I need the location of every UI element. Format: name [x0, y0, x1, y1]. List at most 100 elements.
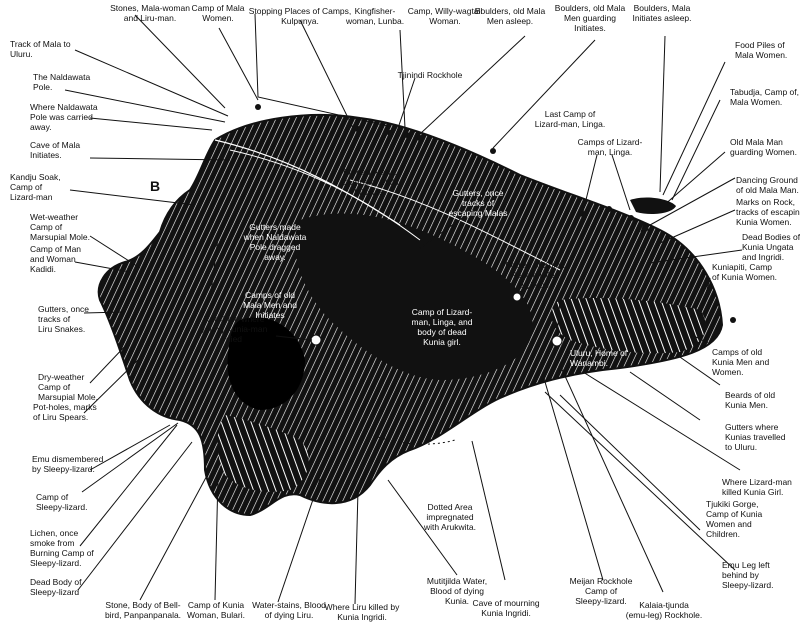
label-i9-line: died	[226, 334, 242, 344]
label-b4-line: Kunia Ingridi.	[337, 612, 387, 622]
label-i12-line: with Arukwita.	[423, 522, 476, 532]
label-r3-line: Old Mala Man	[730, 137, 783, 147]
label-i4-line: Camps of Mala	[341, 177, 398, 187]
label-l8-line: Liru Snakes.	[38, 324, 85, 334]
label-i12-line: Dotted Area	[428, 502, 473, 512]
label-b3-line: Water-stains, Blood	[252, 600, 326, 610]
label-b1-line: bird, Panpanpanala.	[105, 610, 181, 620]
label-l1-line: Uluru.	[10, 49, 33, 59]
label-r7-line: Kuniapiti, Camp	[712, 262, 772, 272]
label-l7-line: Camp of Man	[30, 244, 81, 254]
label-i10-line: Camp of Lizard-	[412, 307, 473, 317]
rockhole-point	[310, 334, 322, 346]
label-b5-line: Kunia.	[445, 596, 469, 606]
label-i1-line: Tjinindi Rockhole	[398, 70, 463, 80]
label-l13-line: Burning Camp of	[30, 548, 94, 558]
label-i7-line: People killed	[511, 270, 559, 280]
label-l8-line: Gutters, once	[38, 304, 89, 314]
label-l7-line: Kadidi.	[30, 264, 56, 274]
label-r8-line: Kunia Men and	[712, 357, 769, 367]
label-t5-line: Camp, Willy-wagtail	[408, 6, 483, 16]
label-l9-line: Camp of	[38, 382, 71, 392]
uluru-home-point	[551, 335, 563, 347]
label-r5-line: Kunia Women.	[736, 217, 792, 227]
label-l4-line: Initiates.	[30, 150, 62, 160]
label-l4-line: Cave of Mala	[30, 140, 80, 150]
label-i9-line: Rockhole where	[204, 314, 265, 324]
label-t8-line: Initiates asleep.	[632, 13, 691, 23]
label-i7-line: by Lirus.	[519, 280, 551, 290]
label-l3-line: Pole was carried	[30, 112, 93, 122]
label-l12-line: Sleepy-lizard.	[36, 502, 88, 512]
label-l14-line: Sleepy-lizard	[30, 587, 79, 597]
label-l5-line: Lizard-man	[10, 192, 53, 202]
label-l12-line: Camp of	[36, 492, 69, 502]
label-r6-line: Kunia Ungata	[742, 242, 794, 252]
label-l11-line: Emu dismembered	[32, 454, 104, 464]
marker-b: B	[150, 178, 160, 194]
label-r10-line: Gutters where	[725, 422, 779, 432]
label-r6-line: and Ingridi.	[742, 252, 784, 262]
label-r1-line: Food Piles of	[735, 40, 785, 50]
label-i8-line: Initiates	[255, 310, 284, 320]
label-i3: Camps of Lizard-man, Linga.	[578, 137, 643, 157]
label-i1: Tjinindi Rockhole	[398, 70, 463, 80]
label-t3-line: Stopping Places of Camps,	[249, 6, 352, 16]
label-t1-line: and Liru-man.	[124, 13, 176, 23]
label-r12-line: Women and	[706, 519, 752, 529]
label-i3-line: Camps of Lizard-	[578, 137, 643, 147]
label-b8: Kalaia-tjunda(emu-leg) Rockhole.	[626, 600, 703, 620]
label-l2-line: The Naldawata	[33, 72, 90, 82]
rock-body	[97, 113, 724, 517]
label-r4-line: Dancing Ground	[736, 175, 798, 185]
label-l6-line: Wet-weather	[30, 212, 78, 222]
label-b2-line: Camp of Kunia	[188, 600, 244, 610]
label-i6-line: Gutters made	[249, 222, 301, 232]
label-l3-line: Where Naldawata	[30, 102, 98, 112]
label-t1-line: Stones, Mala-woman	[110, 3, 190, 13]
label-b5-line: Mutitjilda Water,	[427, 576, 487, 586]
label-t7-line: Men guarding	[564, 13, 616, 23]
label-r5-line: Marks on Rock,	[736, 197, 795, 207]
label-b3-line: of dying Liru.	[265, 610, 314, 620]
label-i6-line: away.	[264, 252, 286, 262]
label-i11-line: Wanambi.	[570, 358, 608, 368]
label-r10-line: Kunias travelled	[725, 432, 786, 442]
label-i4-line: Initiates.	[354, 187, 386, 197]
label-t6-line: Men asleep.	[487, 16, 533, 26]
label-l5-line: Kandju Soak,	[10, 172, 61, 182]
label-i6-line: when Naldawata	[243, 232, 307, 242]
label-r3-line: guarding Women.	[730, 147, 797, 157]
label-i10-line: Kunia girl.	[423, 337, 461, 347]
label-t5-line: Woman.	[429, 16, 461, 26]
bodies-point	[512, 292, 522, 302]
label-i2-line: Lizard-man, Linga.	[535, 119, 605, 129]
label-r4-line: of old Mala Man.	[736, 185, 799, 195]
label-l6-line: Marsupial Mole.	[30, 232, 90, 242]
label-i4-line: Eroded Areas,	[343, 167, 397, 177]
label-i5-line: Gutters, once	[452, 188, 503, 198]
label-l9-line: Marsupial Mole.	[38, 392, 98, 402]
